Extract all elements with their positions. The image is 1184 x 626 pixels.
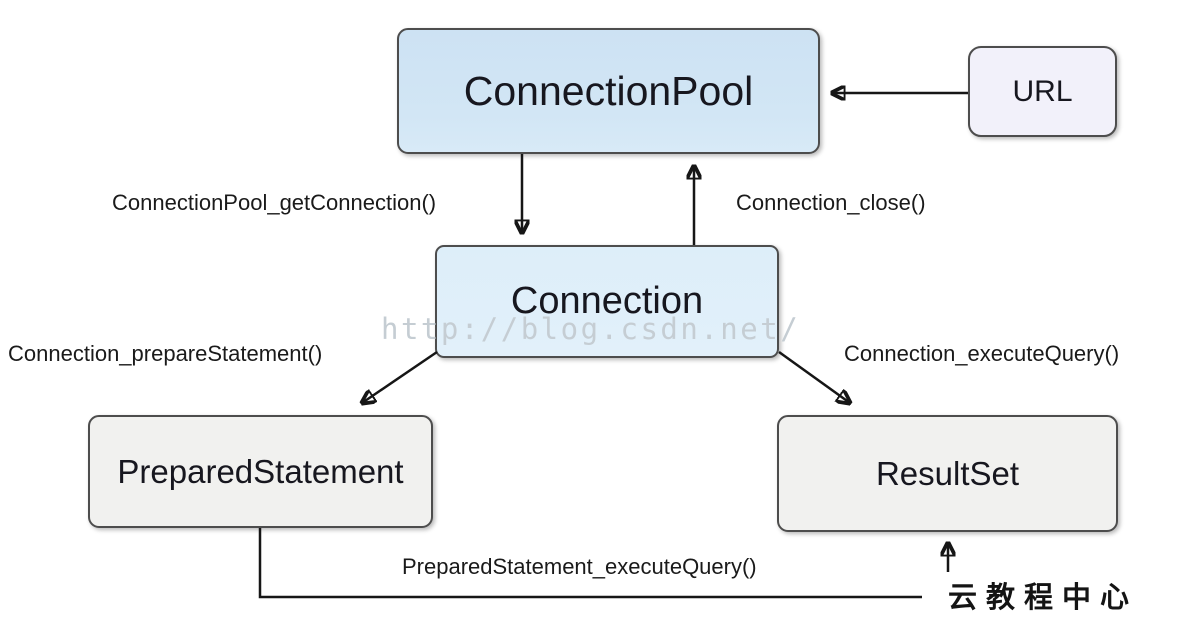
edge-label-prepared-execute-query: PreparedStatement_executeQuery() bbox=[402, 554, 757, 579]
edge-preparestatement-diagonal bbox=[362, 350, 438, 403]
node-prepared-statement-label: PreparedStatement bbox=[117, 452, 404, 490]
node-prepared-statement: PreparedStatement bbox=[88, 415, 433, 528]
node-connection-pool-label: ConnectionPool bbox=[463, 67, 754, 114]
node-result-set: ResultSet bbox=[777, 415, 1118, 532]
edge-label-get-connection: ConnectionPool_getConnection() bbox=[112, 190, 437, 215]
node-url-label: URL bbox=[1012, 74, 1073, 108]
node-result-set-label: ResultSet bbox=[875, 454, 1020, 492]
node-connection-pool: ConnectionPool bbox=[397, 28, 820, 154]
node-connection: Connection bbox=[435, 245, 779, 358]
edge-label-execute-query: Connection_executeQuery() bbox=[844, 341, 1120, 366]
csdn-watermark: http://blog.csdn.net/ bbox=[381, 312, 801, 346]
edge-label-close: Connection_close() bbox=[736, 190, 926, 215]
node-url: URL bbox=[968, 46, 1117, 137]
edge-label-prepare-statement: Connection_prepareStatement() bbox=[8, 341, 323, 366]
edge-executequery-diagonal bbox=[778, 350, 850, 403]
brand-mark: 云教程中心 bbox=[948, 582, 1139, 614]
node-connection-label: Connection bbox=[510, 280, 704, 322]
